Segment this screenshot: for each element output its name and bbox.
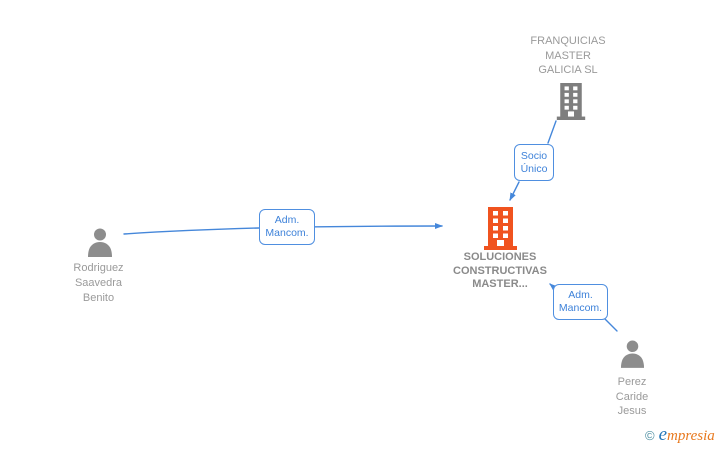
edge-adm-mancom-right-segment bbox=[602, 316, 618, 332]
edge-label-adm-mancom-left: Adm. Mancom. bbox=[259, 209, 315, 245]
edge-label-adm-mancom-right: Adm. Mancom. bbox=[553, 284, 608, 320]
person-icon[interactable] bbox=[620, 339, 645, 368]
building-icon[interactable] bbox=[555, 83, 587, 120]
person-icon[interactable] bbox=[87, 227, 113, 257]
edge-socio-unico-arrow bbox=[509, 181, 520, 201]
node-label-perez-caride-jesus[interactable]: Perez Caride Jesus bbox=[615, 376, 649, 417]
edge-socio-unico-segment-top bbox=[547, 120, 557, 144]
building-icon[interactable] bbox=[484, 207, 517, 250]
brand-initial: e bbox=[658, 424, 668, 445]
node-label-soluciones-constructivas-master[interactable]: SOLUCIONES CONSTRUCTIVAS MASTER... bbox=[453, 251, 547, 290]
node-label-franquicias-master-galicia[interactable]: FRANQUICIAS MASTER GALICIA SL bbox=[530, 35, 606, 76]
edge-label-socio-unico: Socio Único bbox=[514, 144, 554, 181]
node-label-rodriguez-saavedra-benito[interactable]: Rodriguez Saavedra Benito bbox=[73, 262, 124, 304]
brand-name: mpresia bbox=[667, 428, 715, 444]
copyright-icon: © bbox=[645, 428, 655, 443]
